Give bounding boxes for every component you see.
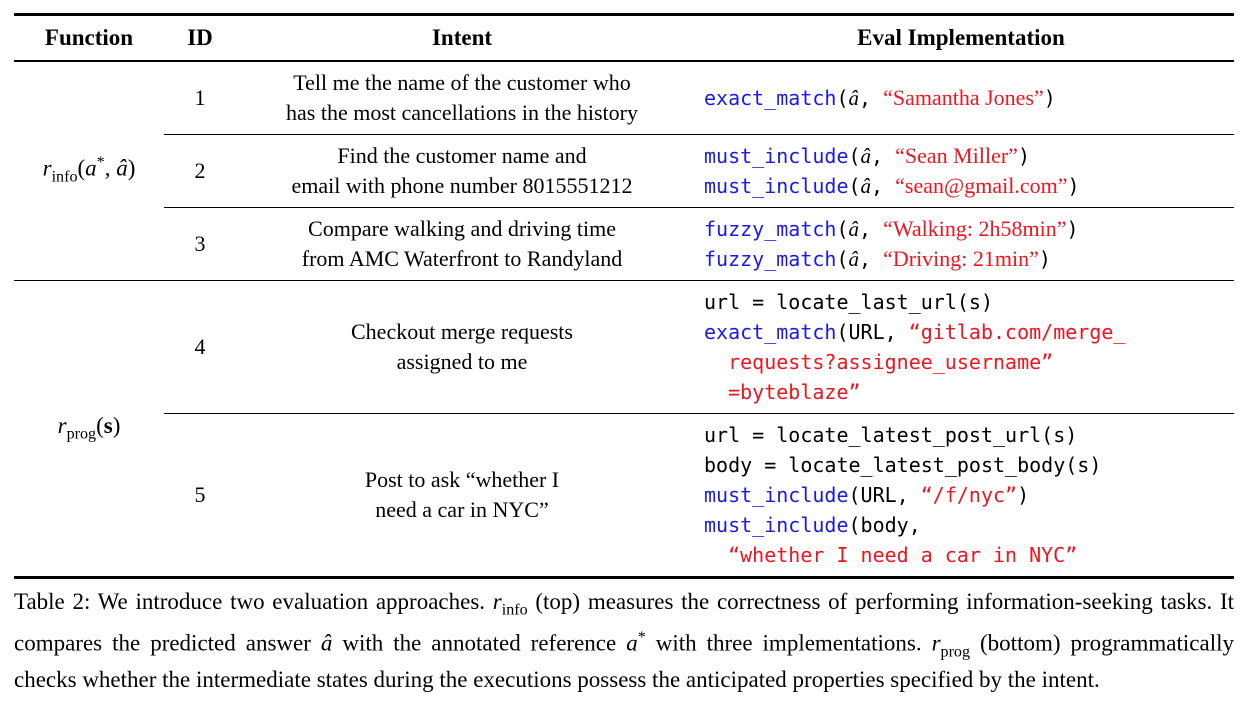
intent-text: Checkout merge requests assigned to me — [236, 317, 688, 377]
col-header-id: ID — [187, 25, 213, 50]
intent-line: Post to ask “whether I — [364, 467, 560, 492]
eval-code: fuzzy_match(â, “Walking: 2h58min”) fuzzy… — [688, 214, 1234, 274]
intent-line: email with phone number 8015551212 — [291, 172, 633, 198]
math-paren: ) — [112, 413, 121, 439]
math-star: * — [637, 629, 646, 647]
math-r: r — [931, 630, 941, 656]
eval-code: url = locate_latest_post_url(s) body = l… — [688, 420, 1234, 570]
math-paren: ( — [77, 156, 86, 182]
intent-line: need a car in NYC” — [375, 497, 549, 522]
eval-code-line: fuzzy_match(â, “Walking: 2h58min”) — [704, 215, 1079, 241]
eval-code-line: =byteblaze” — [728, 380, 861, 404]
col-header-eval: Eval Implementation — [857, 25, 1065, 50]
table-header-row: Function ID Intent Eval Implementation — [14, 16, 1234, 60]
eval-code: url = locate_last_url(s) exact_match(URL… — [688, 287, 1234, 407]
table-top-rule — [14, 13, 1234, 16]
math-comma: , — [104, 156, 117, 182]
row-id: 4 — [194, 334, 206, 359]
col-header-intent: Intent — [431, 25, 493, 50]
eval-code-line: must_include(â, “Sean Miller”) — [704, 142, 1030, 168]
math-r: r — [492, 589, 502, 614]
eval-code-line: exact_match(â, “Samantha Jones”) — [704, 84, 1056, 110]
row-id: 1 — [194, 84, 206, 110]
intent-line: Compare walking and driving time — [308, 215, 616, 241]
eval-code-line: exact_match(URL, “gitlab.com/merge_ — [704, 320, 1126, 344]
eval-code-line: url = locate_latest_post_url(s) — [704, 423, 1078, 447]
eval-code: exact_match(â, “Samantha Jones”) — [688, 83, 1234, 113]
table-bottom-rule — [14, 576, 1234, 579]
intent-line: from AMC Waterfront to Randyland — [301, 245, 623, 271]
eval-code-line: fuzzy_match(â, “Driving: 21min”) — [704, 245, 1051, 271]
group-separator-rule — [14, 279, 1234, 281]
row-id: 5 — [194, 482, 206, 507]
math-paren: ( — [96, 413, 104, 439]
math-ahat: â — [320, 630, 333, 656]
col-header-function: Function — [44, 25, 134, 50]
intent-text: Compare walking and driving time from AM… — [236, 214, 688, 274]
row-id: 2 — [194, 157, 206, 183]
math-r: r — [57, 413, 67, 439]
math-r: r — [42, 156, 52, 182]
eval-code-line: must_include(URL, “/f/nyc”) — [704, 483, 1030, 507]
math-s: s — [103, 413, 113, 439]
math-a: a — [626, 630, 638, 656]
math-star: * — [96, 154, 105, 172]
table-row-3: 3 Compare walking and driving time from … — [164, 208, 1234, 280]
row-separator-rule — [164, 133, 1234, 135]
table-caption: Table 2: We introduce two evaluation app… — [14, 589, 1234, 692]
math-sub-info: info — [501, 601, 528, 619]
eval-code-line: “whether I need a car in NYC” — [728, 543, 1078, 567]
math-paren: ) — [127, 156, 136, 182]
row-separator-rule — [164, 413, 1234, 414]
eval-code: must_include(â, “Sean Miller”) must_incl… — [688, 141, 1234, 201]
intent-line: assigned to me — [396, 349, 528, 374]
math-a: a — [85, 156, 97, 182]
eval-code-line: url = locate_last_url(s) — [704, 290, 993, 314]
math-sub-info: info — [51, 168, 78, 186]
intent-line: Find the customer name and — [337, 142, 587, 168]
intent-line: has the most cancellations in the histor… — [286, 99, 638, 125]
math-sub-prog: prog — [940, 643, 971, 661]
eval-code-line: must_include(body, — [704, 513, 921, 537]
math-sub-prog: prog — [66, 425, 97, 443]
math-ahat: â — [116, 156, 128, 182]
intent-line: Tell me the name of the customer who — [293, 69, 631, 95]
table-row-4: 4 Checkout merge requests assigned to me… — [164, 281, 1234, 413]
eval-code-line: body = locate_latest_post_body(s) — [704, 453, 1102, 477]
group-rprog: rprog(s) 4 Checkout merge requests assig… — [14, 281, 1234, 576]
row-separator-rule — [164, 206, 1234, 208]
intent-line: Checkout merge requests — [351, 319, 573, 344]
eval-code-line: must_include(â, “sean@gmail.com”) — [704, 172, 1080, 198]
intent-text: Post to ask “whether I need a car in NYC… — [236, 465, 688, 525]
eval-code-line: requests?assignee_username” — [728, 350, 1054, 374]
row-id: 3 — [194, 230, 206, 256]
paper-table-figure: Function ID Intent Eval Implementation r… — [14, 13, 1234, 692]
table-row-2: 2 Find the customer name and email with … — [164, 135, 1234, 207]
intent-text: Find the customer name and email with ph… — [236, 141, 688, 201]
header-bottom-rule — [14, 60, 1234, 62]
table-row-5: 5 Post to ask “whether I need a car in N… — [164, 414, 1234, 576]
function-label-rprog: rprog(s) — [14, 281, 164, 576]
function-label-rinfo: rinfo(a*, â) — [14, 62, 164, 280]
intent-text: Tell me the name of the customer who has… — [236, 68, 688, 128]
table-row-1: 1 Tell me the name of the customer who h… — [164, 62, 1234, 134]
group-rinfo: rinfo(a*, â) 1 Tell me the name of the c… — [14, 62, 1234, 280]
